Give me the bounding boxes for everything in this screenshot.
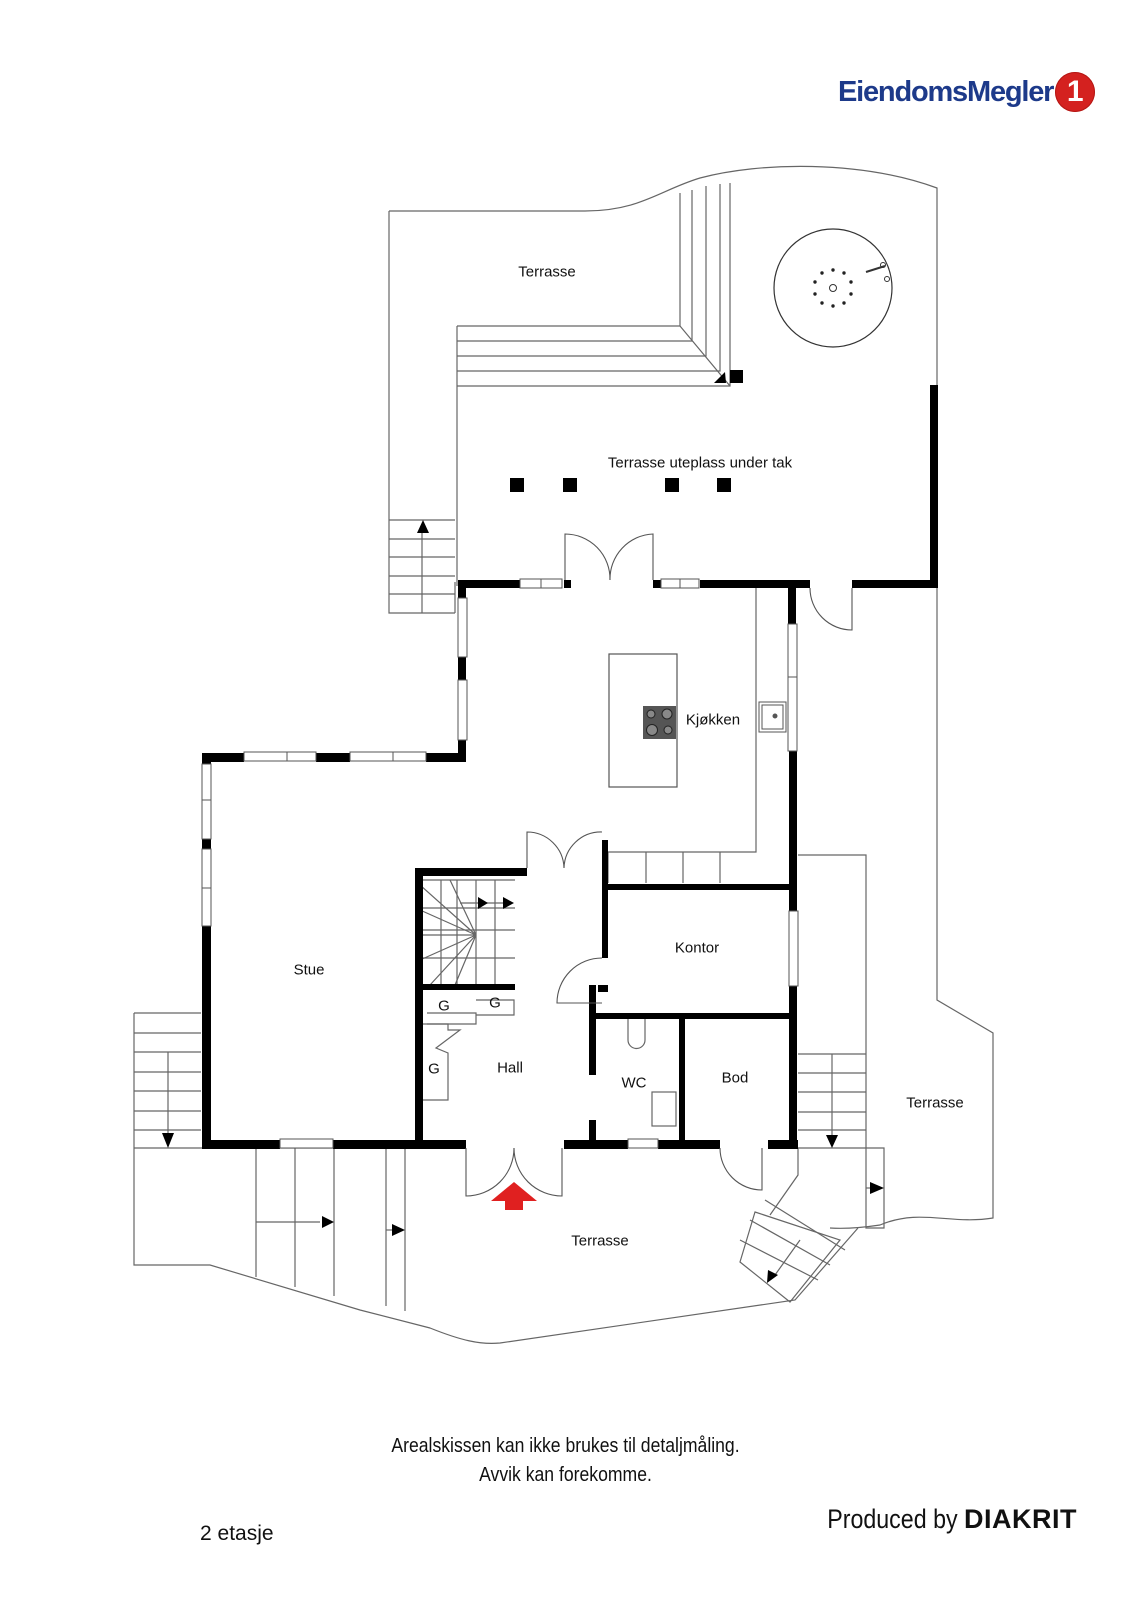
kitchen-sink-icon (758, 701, 787, 733)
produced-by-text: Produced by (827, 1504, 958, 1534)
producer-brand: DIAKRIT (964, 1504, 1077, 1534)
closet-label: G (428, 1060, 440, 1078)
room-label-kontor: Kontor (674, 939, 720, 957)
walls (202, 385, 938, 1149)
room-label-terrasse-bottom: Terrasse (571, 1232, 629, 1250)
windows (201, 578, 799, 1149)
entrance-arrow-icon (491, 1182, 537, 1210)
eiendomsmegler-logo: EiendomsMegler 1 (838, 70, 1096, 114)
room-label-hall: Hall (497, 1059, 523, 1077)
room-label-wc: WC (621, 1074, 647, 1092)
closet-label: G (489, 994, 501, 1012)
closet-label: G (438, 997, 450, 1015)
posts (510, 370, 743, 492)
hot-tub-icon (773, 228, 893, 348)
logo-badge-icon: 1 (1055, 72, 1096, 112)
cooktop-icon (643, 706, 676, 739)
disclaimer-line-1: Arealskissen kan ikke brukes til detaljm… (391, 1435, 740, 1457)
producer-credit: Produced by DIAKRIT (806, 1504, 1077, 1535)
room-label-kjokken: Kjøkken (685, 711, 741, 729)
disclaimer: Arealskissen kan ikke brukes til detaljm… (68, 1432, 1063, 1490)
room-label-terrasse-covered: Terrasse uteplass under tak (607, 454, 793, 472)
room-label-terrasse-top: Terrasse (518, 263, 576, 281)
disclaimer-line-2: Avvik kan forekomme. (479, 1464, 652, 1486)
doors (465, 533, 853, 1197)
room-label-bod: Bod (721, 1069, 749, 1087)
logo-text: EiendomsMegler (838, 75, 1054, 108)
floor-label: 2 etasje (200, 1522, 274, 1545)
stair-arrows (162, 372, 884, 1283)
room-label-stue: Stue (293, 961, 325, 979)
room-label-terrasse-right: Terrasse (906, 1094, 964, 1112)
